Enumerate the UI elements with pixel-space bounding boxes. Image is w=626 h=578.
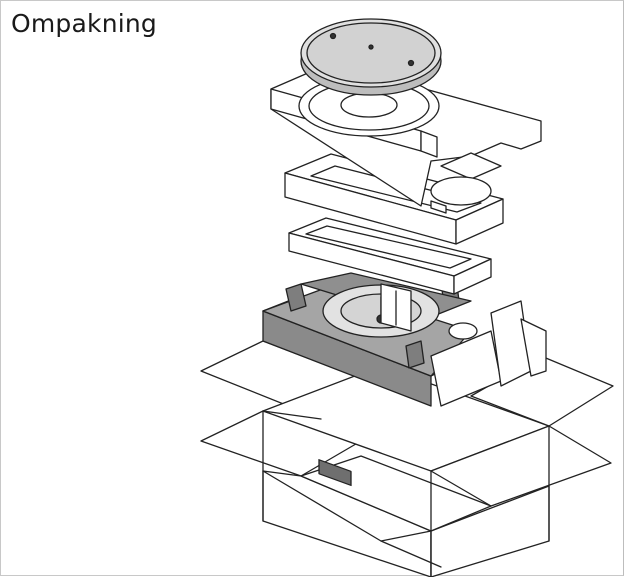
turntable-platter bbox=[301, 19, 441, 95]
